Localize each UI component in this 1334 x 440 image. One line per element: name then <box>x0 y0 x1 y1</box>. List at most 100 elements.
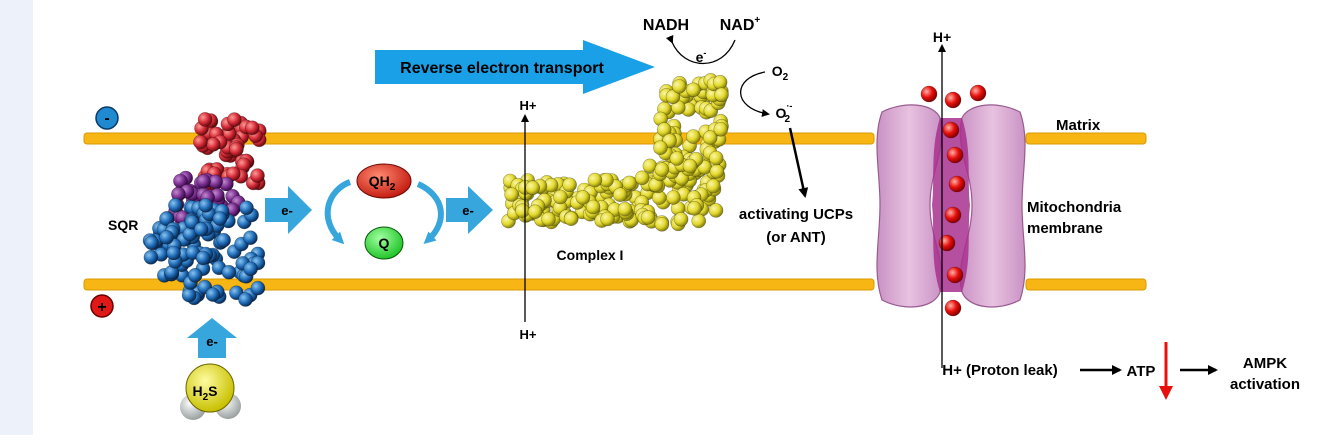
atom-sphere <box>709 164 725 179</box>
atom-sphere <box>250 280 266 296</box>
sqr-protein-icon <box>142 112 267 307</box>
h-plus-top-center: H+ <box>520 98 537 113</box>
atom-sphere <box>563 211 579 226</box>
atom-sphere <box>708 150 724 166</box>
atom-sphere <box>714 87 729 103</box>
h-plus-bottom-center: H+ <box>520 327 537 342</box>
h-plus-right-top: H+ <box>933 29 951 45</box>
minus-label: - <box>104 110 109 127</box>
left-sidebar <box>0 0 33 435</box>
atom-sphere <box>168 198 183 213</box>
atom-sphere <box>682 158 698 174</box>
atom-sphere <box>187 267 203 283</box>
electron-top-label: e- <box>696 48 707 65</box>
nad-label: NAD+ <box>720 15 761 34</box>
atom-sphere <box>238 292 253 307</box>
membrane-label-line1: Mitochondria <box>1027 199 1122 216</box>
atom-sphere <box>713 122 729 137</box>
atom-sphere <box>221 264 237 280</box>
atom-sphere <box>600 211 615 227</box>
electron-arrow-2-label: e- <box>462 203 474 218</box>
atom-sphere <box>159 211 174 226</box>
plus-label: + <box>97 299 106 316</box>
atom-sphere <box>216 232 231 248</box>
ucp-arrow <box>788 127 809 198</box>
atom-sphere <box>206 137 221 152</box>
atom-sphere <box>617 201 633 217</box>
electron-arrow-1: e- <box>265 186 312 234</box>
atom-sphere <box>671 79 687 94</box>
q-cycle: QH2 Q <box>324 163 444 260</box>
cycle-arrow-right <box>416 181 444 245</box>
electron-arrow-2: e- <box>446 186 493 234</box>
membrane-bottom <box>83 278 1147 291</box>
q-label: Q <box>379 235 390 251</box>
electron-up-arrow: e- <box>187 318 237 358</box>
nadh-label: NADH <box>643 17 689 34</box>
cycle-arrow-left <box>324 179 352 245</box>
atp-label: ATP <box>1127 363 1156 380</box>
atom-sphere <box>687 201 702 216</box>
atom-sphere <box>920 85 938 103</box>
atom-sphere <box>944 299 962 317</box>
atp-decrease-arrowhead <box>1159 386 1173 400</box>
electron-arrow-1-label: e- <box>281 203 293 218</box>
atom-sphere <box>712 75 728 90</box>
atom-sphere <box>708 203 724 218</box>
atom-sphere <box>504 187 519 202</box>
ampk-label-line2: activation <box>1230 376 1300 393</box>
atom-sphere <box>702 130 718 145</box>
atom-sphere <box>243 230 258 245</box>
atom-sphere <box>673 212 689 227</box>
atom-sphere <box>686 82 701 98</box>
atom-sphere <box>527 204 543 219</box>
atom-sphere <box>622 175 637 191</box>
atom-sphere <box>227 112 242 127</box>
atom-sphere <box>653 140 668 155</box>
superoxide-arrow <box>740 71 770 117</box>
activating-ucps-label: activating UCPs <box>739 206 853 223</box>
plus-charge-icon: + <box>90 294 114 318</box>
atom-sphere <box>144 235 159 251</box>
reverse-transport-label: Reverse electron transport <box>400 60 604 77</box>
reverse-transport-arrow: Reverse electron transport <box>375 40 655 94</box>
atom-sphere <box>198 198 213 213</box>
atom-sphere <box>212 211 228 226</box>
atom-sphere <box>612 187 628 202</box>
atom-sphere <box>948 175 966 193</box>
ucp-channel-icon <box>876 104 1026 308</box>
atom-sphere <box>944 91 962 109</box>
atom-sphere <box>159 230 174 245</box>
atom-sphere <box>245 120 260 136</box>
atom-sphere <box>553 189 568 205</box>
atom-sphere <box>665 190 681 205</box>
proton-arrow-right: H+ <box>933 29 951 368</box>
proton-leak-label: H+ (Proton leak) <box>942 362 1057 379</box>
atom-sphere <box>634 170 650 186</box>
atom-sphere <box>691 213 707 229</box>
atom-sphere <box>239 200 254 216</box>
atom-sphere <box>166 245 181 261</box>
atom-sphere <box>250 168 265 183</box>
o2-label: O2 <box>772 63 789 83</box>
atom-sphere <box>640 210 656 225</box>
atom-sphere <box>229 142 244 157</box>
superoxide-label: O·-2 <box>776 101 793 125</box>
atom-sphere <box>196 174 211 189</box>
atom-sphere <box>946 266 964 284</box>
atom-sphere <box>944 206 962 224</box>
atom-sphere <box>665 89 681 105</box>
complex-i-label: Complex I <box>557 247 624 263</box>
or-ant-label: (or ANT) <box>766 229 825 246</box>
h2s-label: H2S <box>192 383 217 403</box>
electron-up-label: e- <box>206 334 218 349</box>
atom-sphere <box>195 250 211 266</box>
h2s-molecule-icon: H2S <box>180 363 241 420</box>
atom-sphere <box>938 234 956 252</box>
atom-sphere <box>969 84 987 102</box>
atom-sphere <box>575 190 591 205</box>
atom-sphere <box>685 129 701 144</box>
atom-sphere <box>197 112 213 127</box>
